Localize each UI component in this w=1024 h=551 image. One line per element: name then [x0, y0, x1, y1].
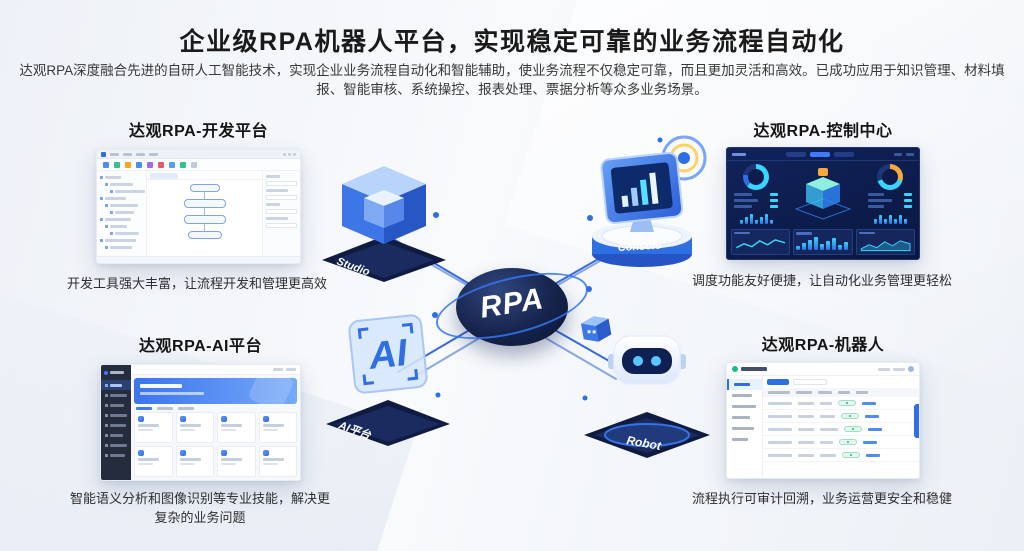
rb-body [727, 376, 919, 478]
ai-skill-card [175, 412, 214, 443]
rb-search-box [793, 379, 827, 385]
dev-toolbar [97, 159, 300, 171]
rb-topbar [727, 363, 919, 376]
section-caption-ai-platform: 智能语义分析和图像识别等专业技能，解决更复杂的业务问题 [69, 491, 330, 525]
status-badge [844, 426, 862, 432]
table-row [763, 410, 919, 423]
dev-platform-screenshot [96, 149, 301, 264]
ctl-left-bars [739, 211, 773, 224]
ai-platform-screenshot [100, 364, 301, 481]
dev-tree-panel [97, 171, 147, 256]
page-title: 企业级RPA机器人平台，实现稳定可靠的业务流程自动化 [179, 28, 845, 56]
status-badge [841, 413, 859, 419]
ctl-left-stats [734, 193, 778, 208]
rb-side-handle [914, 404, 919, 438]
robot-logo-icon [732, 366, 738, 372]
status-badge [842, 452, 860, 458]
dev-body [97, 171, 300, 256]
gauge-ring-icon [743, 164, 769, 190]
dev-flow-canvas [147, 171, 262, 256]
ctl-topbar [727, 148, 919, 161]
dev-properties-panel [262, 171, 300, 256]
ai-sidebar-items [101, 380, 131, 460]
studio-node-icon: Studio [318, 150, 450, 282]
ai-logo [101, 368, 131, 377]
rb-primary-button [767, 379, 789, 385]
table-row [763, 449, 919, 462]
avatar [908, 366, 914, 372]
console-label: Console [618, 240, 662, 254]
orbit-dot [432, 312, 438, 318]
ai-skill-card [175, 446, 214, 477]
section-caption-control-center: 调度功能友好便捷，让自动化业务管理更轻松 [691, 273, 952, 288]
section-title-control-center: 达观RPA-控制中心 [753, 123, 893, 140]
rb-sidebar-items [727, 376, 763, 478]
section-caption-robot: 流程执行可审计回溯，业务运营更安全和稳健 [691, 491, 952, 506]
ai-skill-card [217, 412, 256, 443]
robot-node-icon: Robot [574, 308, 720, 464]
table-row [763, 436, 919, 449]
robot-node-label: Robot [625, 433, 663, 453]
section-title-dev-platform: 达观RPA-开发平台 [129, 123, 268, 140]
ai-node-icon: AI AI平台 [322, 300, 454, 446]
orbit-dot [586, 286, 592, 292]
section-title-robot: 达观RPA-机器人 [761, 337, 885, 354]
table-row [763, 423, 919, 436]
ctl-b2 [796, 236, 849, 250]
flowchart [147, 184, 262, 239]
ctl-hologram-cube [784, 164, 862, 226]
ctl-right-panel [865, 164, 915, 226]
ai-skill-card [258, 412, 297, 443]
dev-titlebar [97, 150, 300, 159]
status-badge [839, 439, 857, 445]
section-title-ai-platform: 达观RPA-AI平台 [139, 338, 262, 355]
rb-table [763, 376, 919, 478]
status-badge [838, 400, 856, 406]
control-center-screenshot [726, 147, 920, 260]
ctl-dashboard [727, 161, 919, 229]
dev-statusbar [97, 256, 300, 263]
ctl-right-bars [873, 211, 907, 224]
console-node-icon: Console [578, 130, 718, 272]
page-subtitle: 达观RPA深度融合先进的自研人工智能技术，实现企业业务流程自动化和智能辅助，使业… [19, 63, 1005, 97]
ctl-bottom-charts [727, 229, 919, 259]
window-controls [283, 152, 296, 156]
ai-banner [134, 378, 297, 404]
rb-thead [763, 388, 919, 397]
rpa-hub: RPA [429, 259, 595, 353]
ai-skill-card [258, 446, 297, 477]
ai-cards [131, 412, 300, 480]
robot-screenshot [726, 362, 920, 479]
table-row [763, 397, 919, 410]
ai-sidebar [101, 365, 131, 480]
ctl-right-stats [868, 193, 912, 208]
code-chip-icon [580, 316, 612, 342]
ai-glyph: AI [366, 332, 411, 378]
rb-rows [763, 397, 919, 462]
section-caption-dev-platform: 开发工具强大丰富，让流程开发和管理更高效 [66, 276, 327, 291]
ai-skill-card [217, 446, 256, 477]
ai-main [131, 365, 300, 480]
app-logo-icon [101, 151, 106, 157]
gauge-ring-icon [877, 164, 903, 190]
ai-skill-card [134, 412, 173, 443]
ctl-left-panel [731, 164, 781, 226]
ai-skill-card [134, 446, 173, 477]
